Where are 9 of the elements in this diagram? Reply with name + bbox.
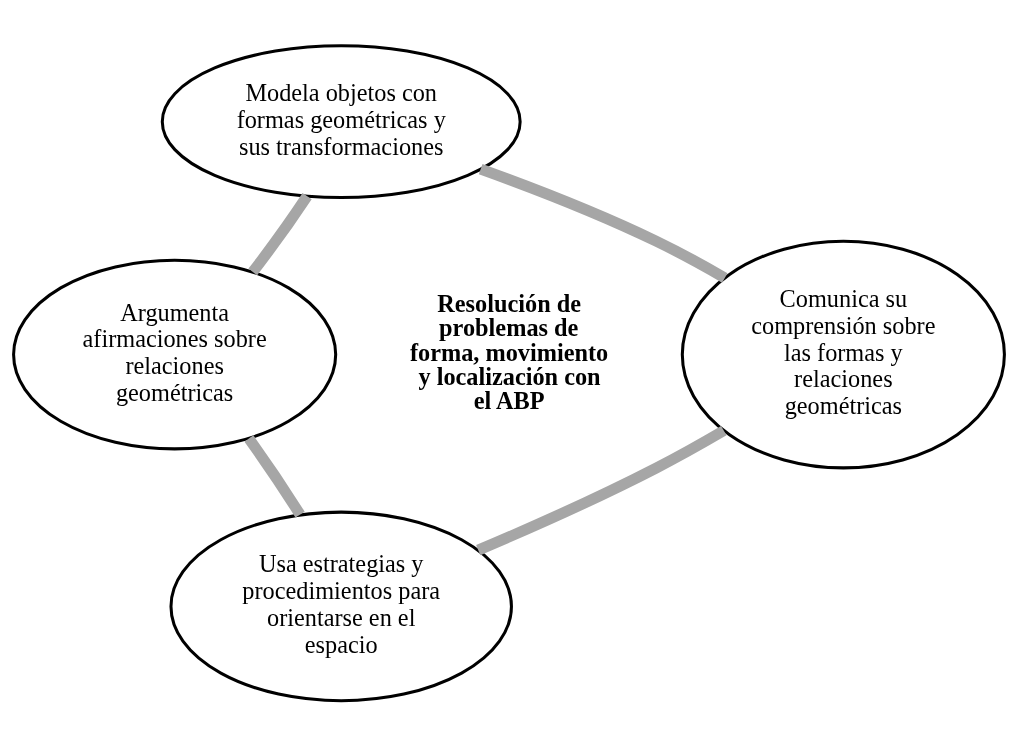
connector	[243, 435, 305, 518]
connector	[247, 193, 312, 276]
label: Resolución de problemas de forma, movimiento y localización con el ABP	[409, 290, 608, 415]
node-ellipse: Modela objetos con formas geométricas y sus transformaciones	[160, 44, 522, 200]
node-ellipse: Comunica su comprensión sobre las formas y relaciones geométricas	[680, 239, 1006, 470]
node-ellipse: Argumenta afirmaciones sobre relaciones geométricas	[11, 258, 337, 451]
connector	[478, 163, 727, 283]
node-ellipse: Usa estrategias y procedimientos para orientarse en el espacio	[168, 510, 513, 703]
connector	[475, 425, 727, 556]
